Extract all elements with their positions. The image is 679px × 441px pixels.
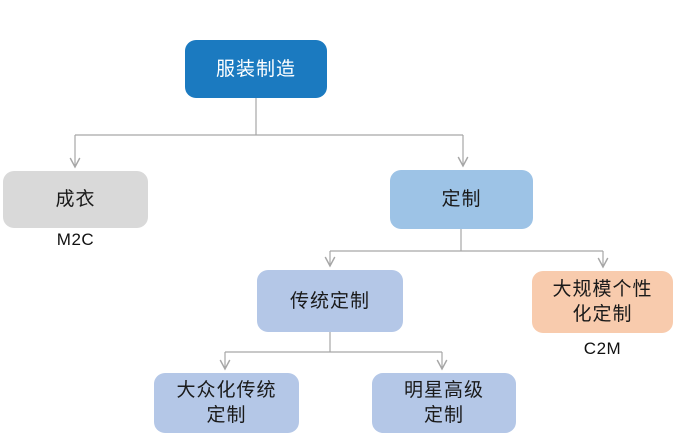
node-customization: 定制: [390, 170, 533, 229]
label-c2m: C2M: [583, 339, 622, 358]
node-ready-made-clothing: 成衣: [3, 171, 148, 228]
node-mass-traditional-customization: 大众化传统 定制: [154, 373, 299, 433]
node-garment-manufacturing: 服装制造: [185, 40, 327, 98]
node-celebrity-haute-customization: 明星高级 定制: [372, 373, 516, 433]
node-traditional-customization: 传统定制: [257, 270, 403, 332]
label-m2c: M2C: [56, 230, 95, 249]
node-mass-personalized-customization: 大规模个性 化定制: [532, 271, 673, 333]
